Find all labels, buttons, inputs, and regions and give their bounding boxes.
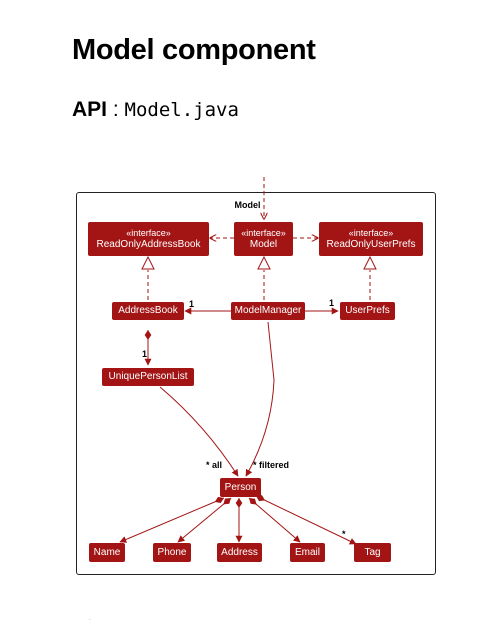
api-label: API: [72, 98, 108, 121]
multiplicity-filtered: * filtered: [253, 460, 290, 470]
multiplicity-addressbook: 1: [189, 299, 195, 309]
node-read-only-user-prefs: «interface» ReadOnlyUserPrefs: [319, 222, 423, 256]
node-label: Name: [93, 546, 121, 558]
node-label: Model: [249, 239, 278, 250]
api-line: API : Model.java: [72, 98, 239, 122]
person-to-phone-line: [177, 497, 232, 543]
node-label: ReadOnlyAddressBook: [96, 239, 201, 250]
person-to-tag-line: [255, 495, 357, 545]
node-label: UserPrefs: [345, 305, 390, 316]
node-unique-person-list: UniquePersonList: [102, 368, 194, 386]
api-separator: :: [107, 98, 125, 121]
node-label: Address: [221, 546, 258, 558]
node-name: Name: [89, 543, 125, 562]
api-file-link[interactable]: Model.java: [124, 99, 239, 121]
multiplicity-tag: *: [342, 529, 346, 539]
userprefs-realize-triangle: [363, 255, 377, 270]
node-phone: Phone: [153, 543, 191, 562]
node-address: Address: [217, 543, 262, 562]
node-tag: Tag: [354, 543, 391, 562]
stereotype-label: «interface»: [241, 228, 286, 238]
footer-mark: .: [89, 616, 91, 622]
node-label: UniquePersonList: [108, 371, 188, 382]
stereotype-label: «interface»: [348, 228, 394, 238]
node-label: ReadOnlyUserPrefs: [326, 239, 416, 250]
uniquepersonlist-to-person-line: [159, 386, 239, 477]
multiplicity-uniquepersonlist: 1: [142, 349, 148, 359]
node-label: AddressBook: [118, 305, 178, 316]
modelmanager-realize-triangle: [257, 255, 271, 270]
node-label: Email: [294, 546, 320, 558]
multiplicity-userprefs: 1: [329, 298, 335, 308]
node-model-manager: ModelManager: [231, 302, 305, 320]
person-to-name-line: [119, 496, 225, 543]
addressbook-realize-triangle: [141, 255, 155, 270]
stereotype-label: «interface»: [126, 228, 171, 238]
page-title: Model component: [72, 34, 316, 66]
node-model: «interface» Model: [234, 222, 293, 256]
node-label: Phone: [157, 546, 187, 558]
modelmanager-to-person-line: [245, 321, 275, 477]
node-email: Email: [290, 543, 325, 562]
node-address-book: AddressBook: [112, 302, 184, 320]
node-label: Person: [224, 481, 257, 493]
node-read-only-address-book: «interface» ReadOnlyAddressBook: [88, 222, 209, 256]
diagram-title: Model: [234, 200, 261, 210]
node-person: Person: [220, 478, 261, 497]
node-label: ModelManager: [234, 305, 302, 316]
multiplicity-all: * all: [206, 460, 223, 470]
node-label: Tag: [364, 546, 381, 558]
node-user-prefs: UserPrefs: [340, 302, 395, 320]
